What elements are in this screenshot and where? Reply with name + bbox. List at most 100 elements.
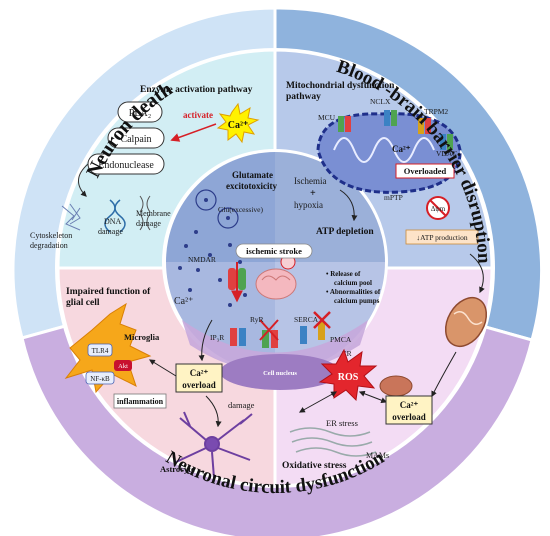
mito-title-1: Mitochondrial dysfunction — [286, 81, 395, 91]
glutamate-label-2: excitotoxicity — [226, 181, 277, 191]
dna-icon — [104, 199, 126, 233]
mito-channels — [338, 110, 453, 150]
glial-left-arrow — [148, 359, 177, 377]
glial-ca-box — [175, 363, 223, 393]
plus-label: + — [310, 188, 316, 199]
stroke-label: ischemic stroke — [246, 246, 302, 256]
brain-icon — [255, 254, 297, 300]
mito-title-2: pathway — [286, 92, 321, 102]
membrane-icon — [139, 195, 151, 231]
atp-production-box — [405, 229, 479, 245]
membrane-label-1: Membrane — [136, 209, 171, 218]
damage-label: damage — [228, 400, 255, 410]
release-label-2: calcium pool — [334, 279, 372, 287]
activate-label: activate — [183, 110, 213, 120]
glial-ca-1: Ca²⁺ — [190, 368, 209, 378]
nfkb-label: NF-κB — [90, 375, 110, 383]
mito-ca: Ca²⁺ — [392, 144, 411, 154]
abn-label-1: • Abnormalities of — [326, 288, 381, 296]
inflammation-box — [113, 393, 167, 409]
nclx-label: NCLX — [370, 97, 391, 106]
overloaded-box — [395, 163, 455, 179]
ros-er-arrow — [298, 391, 338, 413]
pla2-label: PLA₂ — [129, 108, 151, 119]
center-circle — [162, 149, 388, 390]
center-texts: Glutamate excitotoxicity Glu(excessive) … — [174, 170, 381, 377]
cyto-label-2: degradation — [30, 241, 68, 250]
ros-label: ROS — [338, 372, 359, 383]
abn-label-2: calcium pumps — [334, 297, 380, 305]
oxidative-title: Oxidative stress — [282, 461, 347, 471]
calpain-label: Calpain — [120, 134, 151, 145]
membrane-label-2: damage — [136, 219, 161, 228]
astrocyte-label: Astrocyte — [160, 464, 195, 474]
cytoskeleton-icon — [61, 203, 81, 231]
nucleus-label: Cell nucleus — [263, 370, 297, 377]
tlr4-box — [87, 343, 113, 357]
glutamate-label-1: Glutamate — [232, 170, 273, 180]
oxidative-pathway: ROS ER stress Ca²⁺ overload MAMs Oxidati… — [282, 253, 488, 471]
nmdar-label: NMDAR — [188, 255, 216, 264]
ip3r-label: IP₃R — [210, 333, 224, 342]
cell-nucleus — [220, 354, 340, 390]
stroke-badge — [235, 243, 313, 259]
ischemia-label: Ischemia — [294, 176, 326, 186]
dpsi-label: Δψm — [431, 205, 446, 213]
er-membrane-icon — [289, 427, 377, 457]
ca-burst-icon — [216, 102, 260, 144]
akt-box — [114, 360, 132, 371]
atp-production-label: ↓ATP production — [416, 233, 467, 242]
trpm2-label: TRPM2 — [424, 107, 448, 116]
dna-label-2: damage — [98, 227, 123, 236]
mito-pathway: Mitochondrial dysfunction pathway MCU NC… — [286, 81, 479, 245]
nmdar-icon — [228, 262, 246, 303]
pmca-label: PMCA — [330, 335, 352, 344]
damage-arrow — [205, 395, 222, 428]
mito-to-ca-arrow — [431, 351, 457, 398]
astrocyte-icon — [175, 411, 253, 479]
dna-label-1: DNA — [104, 217, 122, 226]
glial-ca-2: overload — [182, 380, 216, 390]
activate-arrow — [170, 123, 217, 142]
er-channels — [230, 311, 331, 348]
enzyme-pathway: Enzyme activation pathway PLA₂ Calpain E… — [30, 85, 260, 250]
mptp-label: mPTP — [384, 193, 403, 202]
atp-depletion-label: ATP depletion — [316, 227, 374, 237]
ischemia-arrow — [339, 189, 358, 222]
glu-label: Glu(excessive) — [218, 205, 263, 214]
oxidative-ca-1: Ca²⁺ — [400, 400, 419, 410]
er-stress-label: ER stress — [326, 418, 358, 428]
ryr-label: RyR — [250, 315, 263, 324]
pla2-box — [117, 101, 163, 123]
serca-label: SERCA — [294, 315, 319, 324]
mito-down-arrow — [469, 253, 485, 294]
ros-burst-icon — [318, 348, 378, 402]
endonuclease-label: Endonuclease — [98, 160, 154, 171]
glial-pathway: Impaired function of glial cell Microgli… — [64, 287, 255, 479]
release-label-1: • Release of — [326, 270, 361, 278]
oxidative-ca-box — [385, 395, 433, 425]
center-ca-label: Ca²⁺ — [174, 296, 193, 307]
er-label: ER — [342, 349, 352, 358]
overloaded-label: Overloaded — [404, 166, 447, 176]
akt-label: Akt — [118, 363, 128, 370]
inflammation-label: inflammation — [117, 397, 164, 406]
cyto-label-1: Cytoskeleton — [30, 231, 72, 240]
oxidative-ca-2: overload — [392, 412, 426, 422]
glutamate-vesicles — [178, 189, 247, 307]
mcu-label: MCU — [318, 113, 336, 122]
glial-title-1: Impaired function of — [66, 287, 151, 297]
enzyme-arrow — [78, 163, 89, 197]
enzyme-title: Enzyme activation pathway — [140, 85, 253, 95]
glial-title-2: glial cell — [66, 298, 100, 308]
glial-down-arrow — [198, 319, 213, 362]
small-mito-icon — [379, 375, 413, 397]
nfkb-box — [85, 371, 115, 385]
ros-ca-arrow — [358, 390, 388, 404]
tlr4-label: TLR4 — [92, 347, 109, 355]
enzyme-ca: Ca²⁺ — [228, 120, 249, 131]
vdac-label: VDAC — [436, 149, 457, 158]
microglia-label: Microglia — [124, 332, 160, 342]
